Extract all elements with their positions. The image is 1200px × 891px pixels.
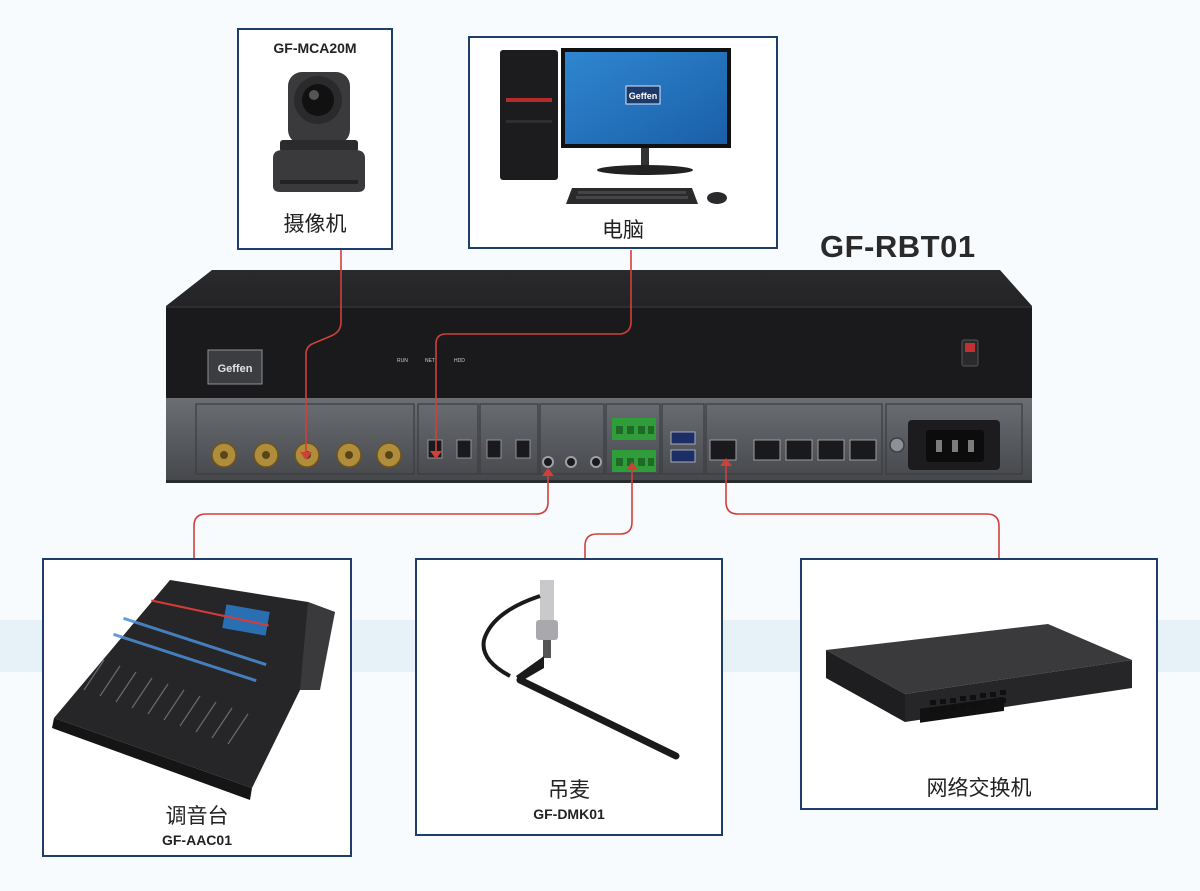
- mic-model: GF-DMK01: [533, 806, 605, 822]
- ptz-camera-image: [273, 72, 365, 192]
- main-unit: Geffen RUN NET HDD: [166, 270, 1032, 483]
- led-run: RUN: [397, 358, 408, 364]
- mixer-image: [52, 580, 335, 800]
- led-net: NET: [425, 358, 435, 364]
- switch-label: 网络交换机: [926, 776, 1032, 800]
- led-hdd: HDD: [454, 358, 465, 364]
- cable-arrows: [300, 451, 732, 476]
- monitor-logo: Geffen: [629, 91, 658, 101]
- usb-ports: [670, 431, 696, 463]
- computer-image: Geffen: [500, 48, 731, 204]
- mic-label: 吊麦: [548, 778, 590, 802]
- device-title: GF-RBT01: [820, 229, 976, 264]
- audio-jacks: [542, 456, 602, 468]
- connection-cables: [193, 250, 1000, 558]
- rj45-ports: [709, 439, 877, 461]
- unit-logo: Geffen: [218, 363, 253, 375]
- hanging-mic-image: [460, 578, 710, 768]
- computer-label: 电脑: [602, 218, 644, 242]
- ground-screw: [889, 437, 905, 453]
- camera-box: GF-MCA20M 摄像机: [237, 28, 393, 250]
- network-switch-image: [826, 624, 1132, 723]
- mixer-label: 调音台: [165, 804, 229, 828]
- phoenix-terminal: [612, 418, 656, 472]
- camera-model: GF-MCA20M: [273, 40, 357, 56]
- camera-label: 摄像机: [283, 212, 347, 236]
- mixer-model: GF-AAC01: [161, 832, 232, 848]
